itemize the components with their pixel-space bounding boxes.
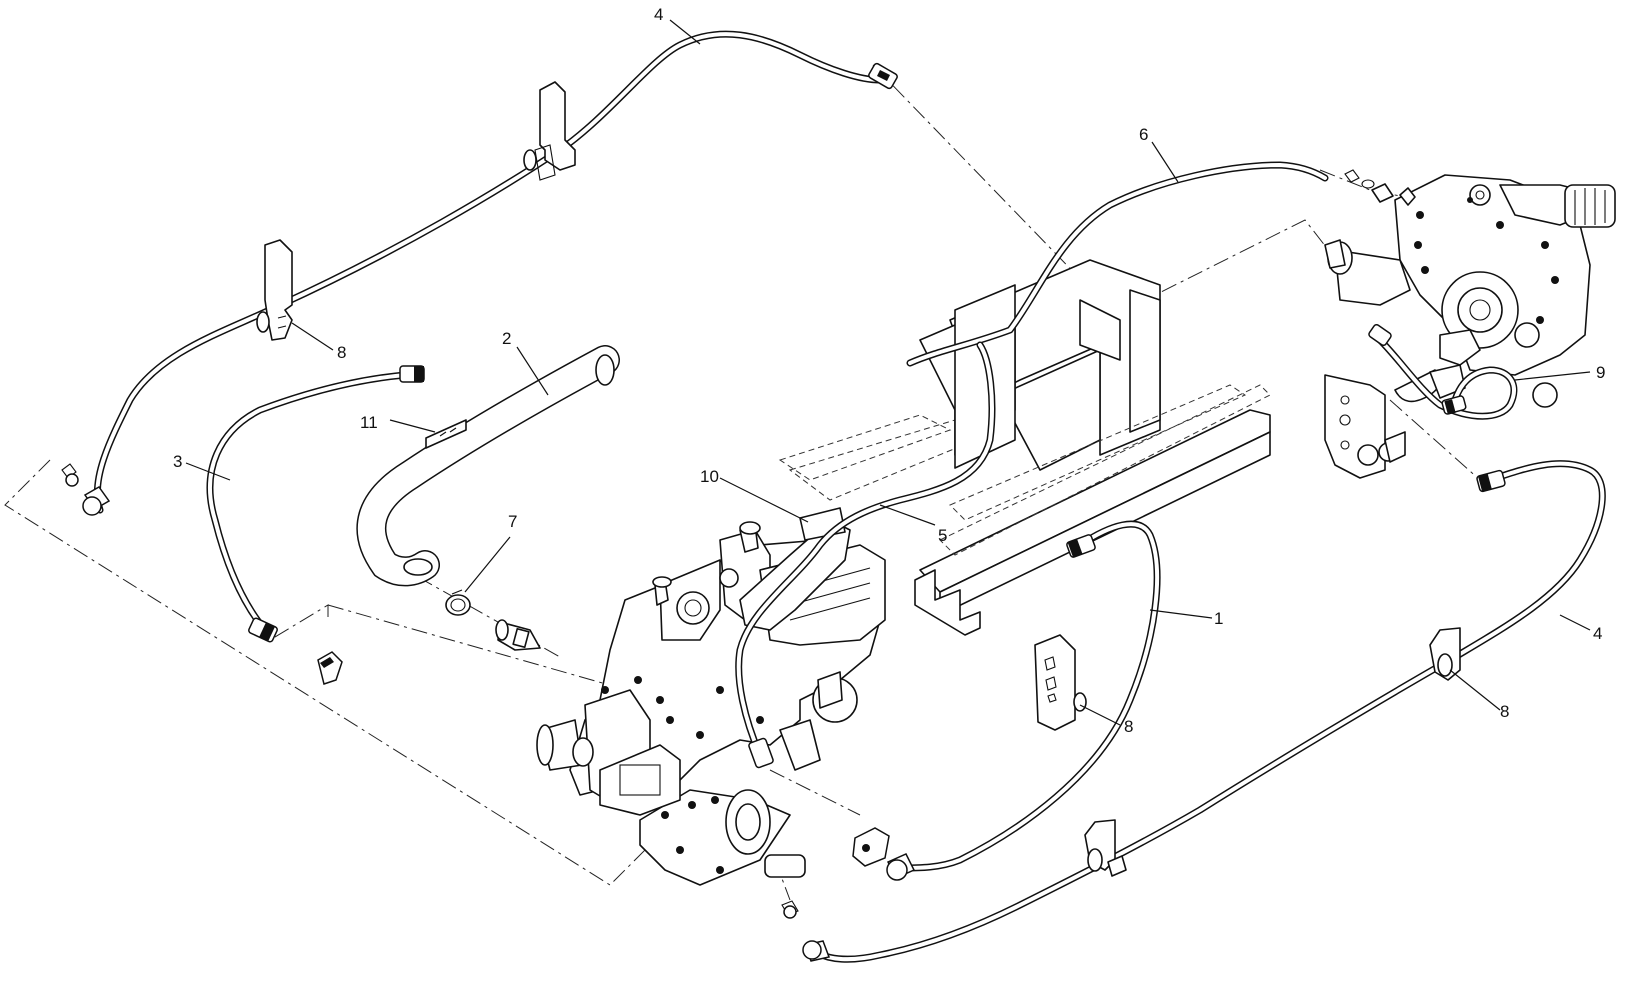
callout-4-upper: 4 <box>654 5 663 24</box>
callout-labels: 1 2 3 4 4 5 6 7 8 8 8 9 10 11 <box>173 5 1605 736</box>
callout-3: 3 <box>173 452 182 471</box>
callout-11: 11 <box>360 413 378 432</box>
callout-leaders <box>185 19 1591 726</box>
gearbox-bracket <box>1324 374 1406 479</box>
frame-assembly <box>778 259 1271 636</box>
callout-6: 6 <box>1139 125 1148 144</box>
hose-clamp-brackets-lower <box>1084 627 1461 877</box>
hose-3 <box>206 365 425 643</box>
hose-4-lower <box>781 460 1606 963</box>
tee-fitting-lower <box>852 827 890 867</box>
callout-2: 2 <box>502 329 511 348</box>
callout-8-upper: 8 <box>337 343 346 362</box>
mount-plate-center <box>1034 634 1087 731</box>
callout-1: 1 <box>1214 609 1223 628</box>
callout-9: 9 <box>1596 363 1605 382</box>
hose-2-suction <box>356 345 620 587</box>
callout-4-lower: 4 <box>1593 624 1602 643</box>
hose-9 <box>1368 323 1518 420</box>
hose-1 <box>886 520 1161 881</box>
callout-7: 7 <box>508 512 517 531</box>
callout-10: 10 <box>700 467 719 486</box>
gearbox-right <box>1324 174 1616 408</box>
elbow-fitting-left <box>317 651 343 685</box>
hose-5 <box>735 341 996 769</box>
callout-8-right: 8 <box>1500 702 1509 721</box>
callout-8-center: 8 <box>1124 717 1133 736</box>
hose-4-upper <box>61 30 898 516</box>
hose-clamp-7 <box>445 589 471 616</box>
adapter-fitting <box>495 619 541 651</box>
hydraulic-pump <box>536 521 886 886</box>
callout-5: 5 <box>938 526 947 545</box>
hose-clamp-brackets-upper <box>256 81 576 341</box>
hose-6 <box>906 161 1375 367</box>
decal-11 <box>425 419 467 449</box>
